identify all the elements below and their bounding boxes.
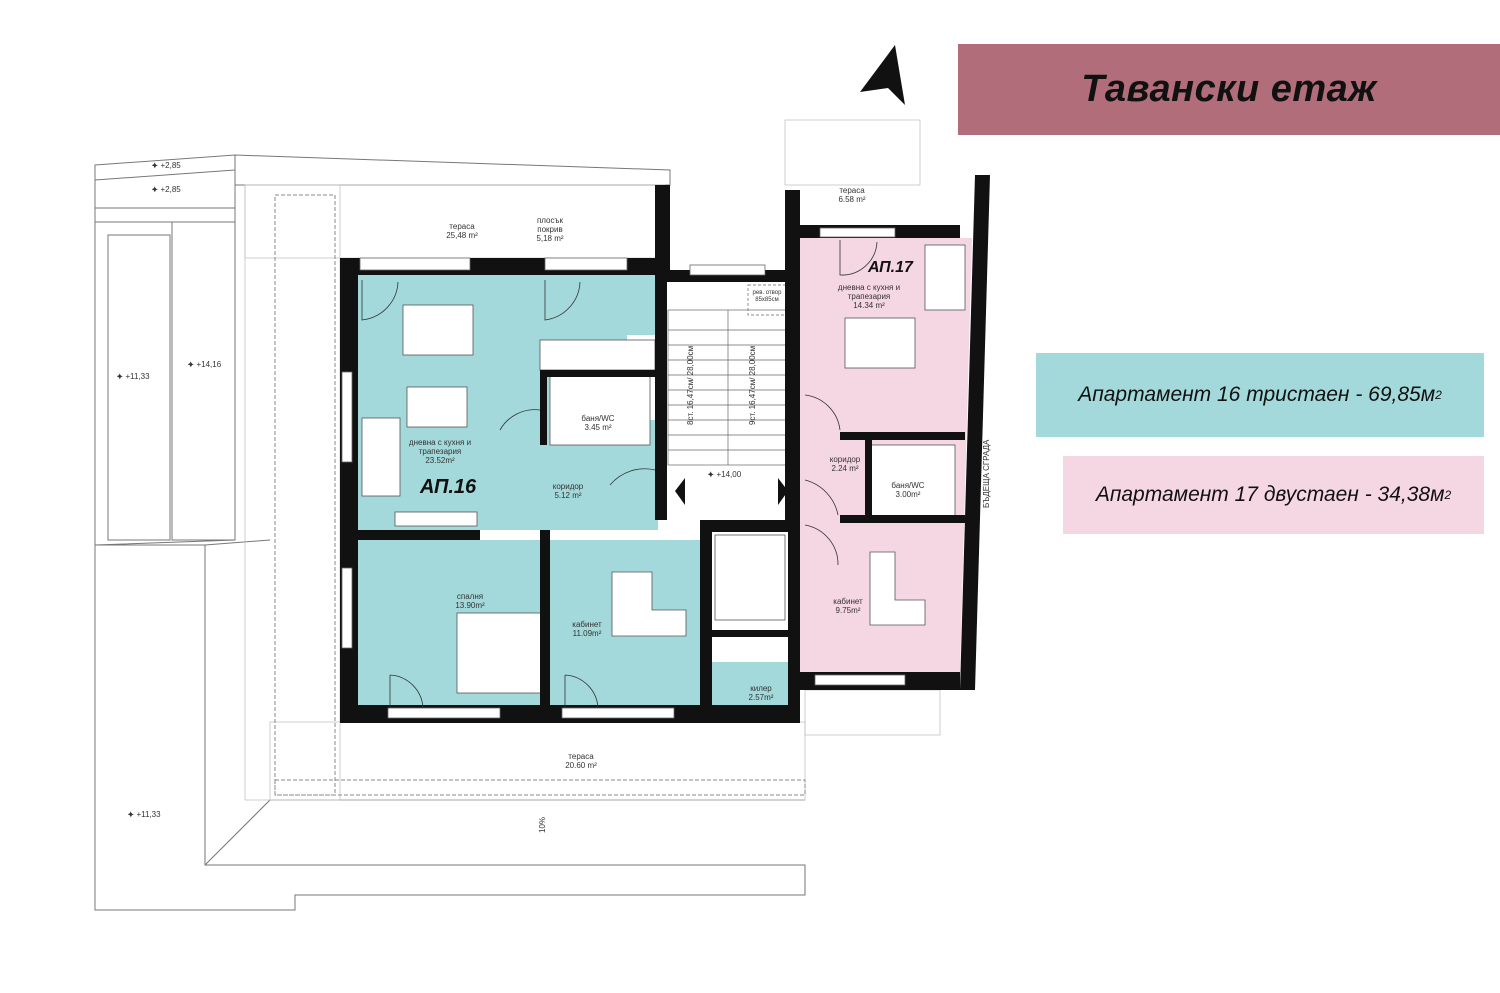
- level-mark: ⯌ +11,33: [117, 372, 150, 381]
- level-mark: ⯌ +14,16: [188, 360, 222, 369]
- apt17-label: АП.17: [868, 259, 913, 276]
- stairs-right-label: 9ст. 16,47см/ 28,00см: [748, 345, 757, 425]
- level-mark: ⯌ +14,00: [708, 470, 742, 479]
- stairs-left-label: 8ст. 16,47см/ 28,00см: [686, 345, 695, 425]
- level-mark: ⯌ +11,33: [128, 810, 161, 819]
- apt16-label: АП.16: [420, 476, 477, 498]
- future-building-label: БЪДЕЩА СГРАДА: [982, 439, 991, 508]
- floor-title-bar: Тавански етаж: [958, 44, 1500, 135]
- level-mark: ⯌ +2,85: [152, 161, 181, 170]
- floor-title: Тавански етаж: [1081, 68, 1377, 110]
- level-mark: ⯌ +2,85: [152, 185, 181, 194]
- slope-label: 10%: [538, 816, 547, 833]
- north-arrow-icon: [860, 45, 905, 105]
